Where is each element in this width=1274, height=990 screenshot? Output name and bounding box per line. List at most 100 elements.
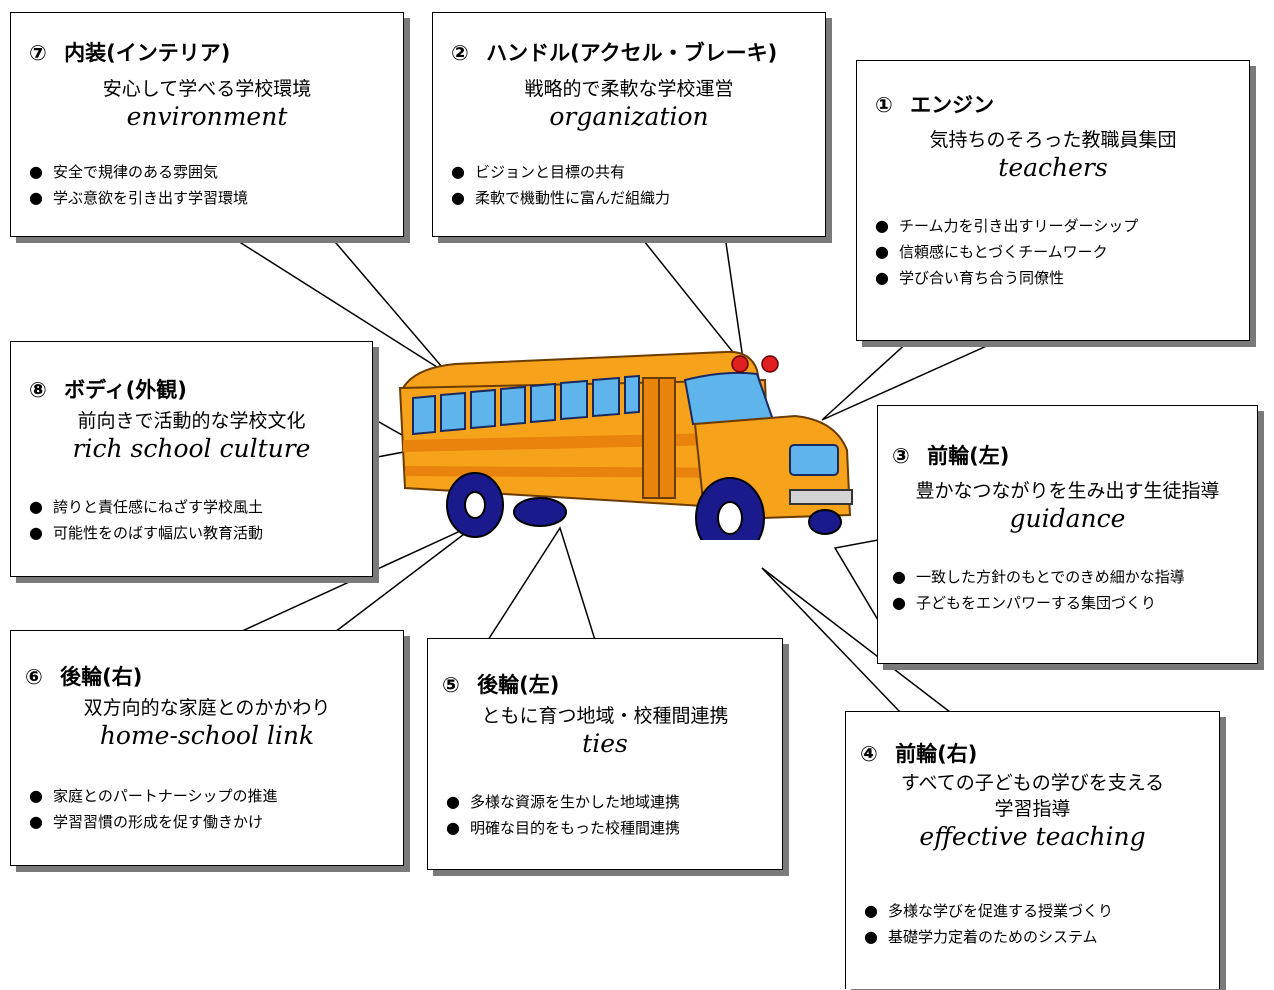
callout-subtitles: 戦略的で柔軟な学校運営 organization <box>433 76 825 132</box>
bullet-text: チーム力を引き出すリーダーシップ <box>898 217 1139 235</box>
bullet-text: 可能性をのばす幅広い教育活動 <box>52 524 263 542</box>
callout-bullets: ●多様な資源を生かした地域連携 ● 明確な目的をもった校種間連携 <box>446 789 680 841</box>
bullet-text: 信頼感にもとづくチームワーク <box>898 243 1108 261</box>
school-bus-illustration <box>398 350 853 540</box>
callout-english: teachers <box>998 153 1108 182</box>
callout-title: 後輪(右) <box>60 665 143 689</box>
bullet-icon: ● <box>875 242 889 261</box>
callout-heading: ① エンジン <box>875 89 994 119</box>
callout-english: environment <box>126 102 288 131</box>
bullet-text: 家庭とのパートナーシップの推進 <box>52 787 278 805</box>
callout-title: 前輪(左) <box>927 444 1010 468</box>
callout-english: guidance <box>1009 504 1126 533</box>
bullet-icon: ● <box>446 792 460 811</box>
callout-subtitles: 安心して学べる学校環境 environment <box>11 76 403 132</box>
callout-number: ① <box>875 93 893 117</box>
callout-box-front-left-wheel: ③ 前輪(左) 豊かなつながりを生み出す生徒指導 guidance ●一致した方… <box>877 405 1258 664</box>
list-item: ●学ぶ意欲を引き出す学習環境 <box>29 185 248 211</box>
list-item: ● 安全で規律のある雰囲気 <box>29 159 248 185</box>
callout-pointer-5 <box>486 526 597 641</box>
callout-number: ⑦ <box>29 41 47 65</box>
bus-windshield <box>683 371 775 426</box>
bullet-text: 基礎学力定着のためのシステム <box>887 928 1098 946</box>
callout-title: 後輪(左) <box>477 673 560 697</box>
bus-light <box>761 355 779 373</box>
callout-heading: ⑦ 内装(インテリア) <box>29 37 230 67</box>
callout-bullets: ● チーム力を引き出すリーダーシップ ● 信頼感にもとづくチームワーク ● 学び合い育… <box>875 213 1138 291</box>
bus-hubcap <box>464 491 486 519</box>
callout-box-engine: ① エンジン 気持ちのそろった教職員集団 teachers ● チーム力を引き出す… <box>856 60 1250 341</box>
callout-subtitle: 戦略的で柔軟な学校運営 <box>524 78 734 100</box>
bullet-text: 子どもをエンパワーする集団づくり <box>915 594 1156 612</box>
bullet-icon: ● <box>29 786 43 805</box>
list-item: ●ビジョンと目標の共有 <box>451 159 670 185</box>
callout-heading: ⑤ 後輪(左) <box>442 669 559 699</box>
callout-bullets: ●ビジョンと目標の共有 ●柔軟で機動性に富んだ組織力 <box>451 159 670 211</box>
bus-window <box>624 374 640 415</box>
callout-subtitle: 双方向的な家庭とのかかわり <box>83 697 331 719</box>
callout-subtitles: 豊かなつながりを生み出す生徒指導 guidance <box>878 478 1257 534</box>
bus-light <box>731 355 749 373</box>
bus-window <box>412 394 436 436</box>
callout-pointer-3 <box>833 539 879 623</box>
callout-subtitle: 安心して学べる学校環境 <box>102 78 312 100</box>
callout-heading: ⑥ 後輪(右) <box>25 661 142 691</box>
bullet-icon: ● <box>29 812 43 831</box>
bullet-icon: ● <box>892 593 906 612</box>
bus-hubcap <box>717 501 743 535</box>
callout-english: home-school link <box>99 721 315 750</box>
callout-bullets: ● 多様な学びを促進する授業づくり ● 基礎学力定着のためのシステム <box>864 898 1113 950</box>
callout-english: organization <box>549 102 709 131</box>
bus-wheel-rear-left <box>513 497 567 527</box>
list-item: ● 学び合い育ち合う同僚性 <box>875 265 1138 291</box>
list-item: ● 多様な学びを促進する授業づくり <box>864 898 1113 924</box>
callout-title: エンジン <box>910 93 995 117</box>
callout-number: ④ <box>860 742 878 766</box>
callout-subtitles: 気持ちのそろった教職員集団 teachers <box>857 127 1249 183</box>
bullet-text: 安全で規律のある雰囲気 <box>52 163 218 181</box>
bullet-icon: ● <box>29 162 43 181</box>
bullet-icon: ● <box>864 927 878 946</box>
bullet-icon: ● <box>446 818 460 837</box>
bus-wheels <box>446 472 842 540</box>
callout-box-rear-right-wheel: ⑥ 後輪(右) 双方向的な家庭とのかかわり home-school link ●… <box>10 630 404 866</box>
bullet-icon: ● <box>892 567 906 586</box>
list-item: ● 子どもをエンパワーする集団づくり <box>892 590 1185 616</box>
callout-subtitle: 前向きで活動的な学校文化 <box>77 410 306 432</box>
callout-box-body: ⑧ ボディ(外観) 前向きで活動的な学校文化 rich school cultu… <box>10 341 373 577</box>
bullet-text: 学ぶ意欲を引き出す学習環境 <box>52 189 248 207</box>
callout-number: ⑤ <box>442 673 460 697</box>
bus-bumper <box>789 489 853 505</box>
callout-number: ② <box>451 41 469 65</box>
bullet-text: 学習習慣の形成を促す働きかけ <box>52 813 263 831</box>
list-item: ●柔軟で機動性に富んだ組織力 <box>451 185 670 211</box>
callout-subtitles: 前向きで活動的な学校文化 rich school culture <box>11 408 372 464</box>
bullet-text: 学び合い育ち合う同僚性 <box>898 269 1064 287</box>
callout-heading: ④ 前輪(右) <box>860 738 977 768</box>
list-item: ● 明確な目的をもった校種間連携 <box>446 815 680 841</box>
callout-bullets: ●一致した方針のもとでのきめ細かな指導 ●子どもをエンパワーする集団づくり <box>892 564 1185 616</box>
bullet-icon: ● <box>451 188 465 207</box>
list-item: ●多様な資源を生かした地域連携 <box>446 789 680 815</box>
callout-box-front-right-wheel: ④ 前輪(右) すべての子どもの学びを支える 学習指導 effective te… <box>845 711 1220 989</box>
callout-bullets: ● 家庭とのパートナーシップの推進 ● 学習習慣の形成を促す働きかけ <box>29 783 278 835</box>
list-item: ● 基礎学力定着のためのシステム <box>864 924 1113 950</box>
callout-bullets: ●誇りと責任感にねざす学校風土 ●可能性をのばす幅広い教育活動 <box>29 494 263 546</box>
callout-subtitle: すべての子どもの学びを支える <box>900 772 1165 794</box>
callout-box-steering: ② ハンドル(アクセル・ブレーキ) 戦略的で柔軟な学校運営 organizati… <box>432 12 826 237</box>
callout-subtitles: 双方向的な家庭とのかかわり home-school link <box>11 695 403 751</box>
bus-stripe-lower <box>405 466 768 478</box>
bus-window <box>500 385 526 427</box>
bullet-text: 多様な学びを促進する授業づくり <box>887 902 1113 920</box>
list-item: ● 学習習慣の形成を促す働きかけ <box>29 809 278 835</box>
callout-title: 前輪(右) <box>895 742 978 766</box>
callout-title: 内装(インテリア) <box>64 41 231 65</box>
bus-window <box>560 379 588 421</box>
bullet-icon: ● <box>451 162 465 181</box>
callout-heading: ② ハンドル(アクセル・ブレーキ) <box>451 37 777 67</box>
bullet-icon: ● <box>864 901 878 920</box>
callout-number: ⑥ <box>25 665 43 689</box>
bullet-icon: ● <box>875 268 889 287</box>
bus-window <box>440 391 466 433</box>
bullet-text: 明確な目的をもった校種間連携 <box>469 819 680 837</box>
